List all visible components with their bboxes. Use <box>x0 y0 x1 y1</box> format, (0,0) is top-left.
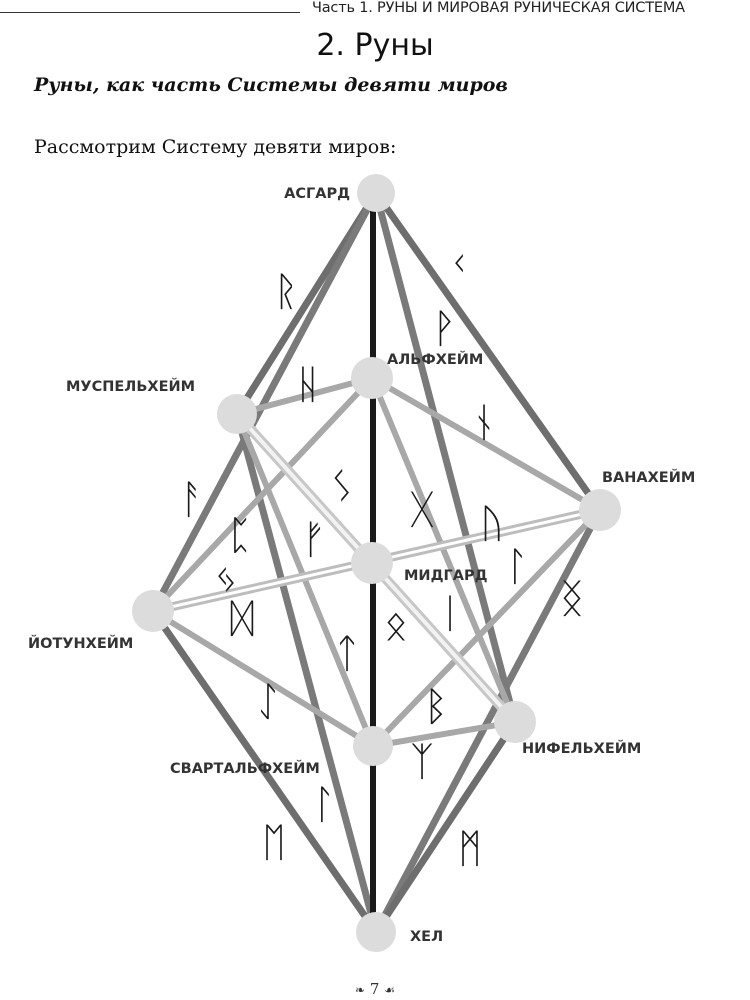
rune-glyphs: ᚱ ᚲ ᚹ ᚺ ᚾ ᛊ ᚨ ᛈ ᚠ ᚷ ᚢ ᛚ ᛝ ᛃ ᛞ ᛟ ᛁ ᛏ ᛇ ᛒ … <box>180 241 584 872</box>
label-hel: ХЕЛ <box>410 929 443 945</box>
rune-isa: ᛁ <box>438 591 462 637</box>
node-asgard <box>357 174 395 212</box>
rune-laguz: ᛚ <box>505 544 529 590</box>
footer-ornament-left: ❧ <box>355 983 366 997</box>
rune-ansuz: ᚨ <box>180 477 204 523</box>
rune-laguz-lower: ᛚ <box>312 782 336 828</box>
edge-svartalfheim-jotunheim <box>150 608 376 749</box>
page-number: 7 <box>369 980 380 998</box>
node-jotunheim <box>132 590 174 632</box>
node-hel <box>356 912 396 952</box>
rune-wunjo: ᚹ <box>432 306 456 352</box>
edge-alfheim-muspelheim <box>234 375 375 417</box>
node-alfheim <box>351 357 393 399</box>
page-footer: ❧ 7 ☙ <box>0 980 750 998</box>
edge-alfheim-niflheim <box>369 375 518 725</box>
label-jotunheim: ЙОТУНХЕЙМ <box>28 635 133 652</box>
rune-tiwaz: ᛏ <box>335 631 359 677</box>
label-svartalfheim: СВАРТАЛЬФХЕЙМ <box>170 760 320 777</box>
rune-fehu: ᚠ <box>302 517 326 563</box>
label-midgard: МИДГАРД <box>404 568 488 584</box>
edge-hel-jotunheim <box>149 607 380 936</box>
rune-raido: ᚱ <box>274 269 298 315</box>
label-alfheim: АЛЬФХЕЙМ <box>387 351 483 368</box>
rune-nauthiz: ᚾ <box>472 400 496 446</box>
world-nodes <box>132 174 621 952</box>
rune-uruz: ᚢ <box>480 501 504 547</box>
rune-eihwaz: ᛇ <box>256 679 280 725</box>
label-asgard: АСГАРД <box>284 186 350 202</box>
label-muspelheim: МУСПЕЛЬХЕЙМ <box>66 378 195 395</box>
rune-jera: ᛃ <box>214 556 238 602</box>
label-vanaheim: ВАНАХЕЙМ <box>602 469 695 486</box>
rune-ehwaz: ᛖ <box>262 820 286 866</box>
edge-asgard-vanaheim <box>372 189 604 514</box>
edge-hel-niflheim <box>372 718 519 936</box>
section-subtitle: Руны, как часть Системы девяти миров <box>34 74 508 96</box>
footer-ornament-right: ☙ <box>384 983 395 997</box>
rune-dagaz: ᛞ <box>230 596 254 642</box>
page-title: 2. Руны <box>316 28 434 63</box>
rune-mannaz: ᛗ <box>458 826 482 872</box>
edge-alfheim-vanaheim <box>369 375 603 513</box>
node-vanaheim <box>579 489 621 531</box>
world-labels: АСГАРД АЛЬФХЕЙМ МУСПЕЛЬХЕЙМ ВАНАХЕЙМ МИД… <box>28 186 695 945</box>
edge-svartalfheim-niflheim <box>370 719 518 749</box>
label-niflheim: НИФЕЛЬХЕЙМ <box>522 740 641 757</box>
edge-alfheim-jotunheim <box>150 375 375 614</box>
rune-ingwaz: ᛝ <box>560 576 584 622</box>
node-midgard <box>351 542 393 584</box>
rune-perthro: ᛈ <box>228 513 252 559</box>
node-svartalfheim <box>353 726 393 766</box>
rune-kenaz: ᚲ <box>447 241 471 287</box>
rune-sowilo: ᛊ <box>330 464 354 510</box>
intro-text: Рассмотрим Систему девяти миров: <box>34 136 397 158</box>
rune-berkano: ᛒ <box>424 684 448 730</box>
node-niflheim <box>494 701 536 743</box>
rune-othala: ᛟ <box>384 603 408 649</box>
rune-gebo: ᚷ <box>410 487 434 533</box>
header-rule <box>0 12 300 13</box>
edge-asgard-jotunheim <box>149 189 380 615</box>
running-head: Часть 1. РУНЫ И МИРОВАЯ РУНИЧЕСКАЯ СИСТЕ… <box>312 0 685 16</box>
edge-hel-vanaheim <box>372 506 604 936</box>
rune-algiz: ᛉ <box>410 739 434 785</box>
rune-hagalaz: ᚺ <box>296 362 320 408</box>
node-muspelheim <box>217 394 257 434</box>
edge-asgard-niflheim <box>372 189 519 726</box>
edge-svartalfheim-vanaheim <box>370 507 603 749</box>
